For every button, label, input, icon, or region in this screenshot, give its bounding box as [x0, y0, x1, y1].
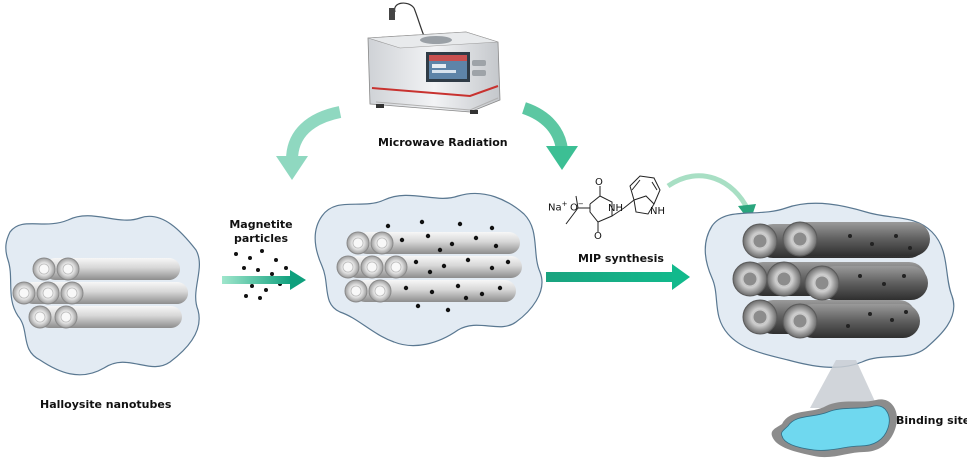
arrow-to-mip-tubes: [546, 264, 690, 290]
indole-nh-label: NH: [650, 206, 665, 217]
mip-tube-bundle: [732, 221, 930, 339]
carbonyl-o1-label: O: [595, 177, 603, 188]
halloysite-tube-bundle: [12, 257, 188, 329]
tube-end-cap: [12, 257, 84, 329]
microwave-device: [367, 2, 501, 114]
carbonyl-o2-label: O: [594, 231, 602, 242]
magnetic-tube-bundle: [336, 219, 522, 313]
binding-site-pool: [771, 399, 898, 458]
tube-end-cap: [336, 231, 408, 303]
curved-arrow-left: [276, 106, 342, 180]
magnetite-on-tubes: [385, 219, 511, 313]
binding-sites-label: Binding sites: [896, 414, 967, 427]
oxide-label: O−: [570, 200, 584, 214]
imide-nh-label: NH: [608, 203, 623, 214]
template-molecule: [565, 175, 661, 232]
magnetite-particles-dots: [234, 249, 288, 300]
curved-arrow-right: [521, 102, 578, 170]
zoom-cone: [810, 360, 878, 408]
tube-end-cap: [732, 221, 840, 339]
magnetite-label-line2: particles: [233, 232, 289, 245]
mip-synthesis-label: MIP synthesis: [578, 252, 664, 265]
halloysite-label: Halloysite nanotubes: [40, 398, 172, 411]
sodium-label: Na+: [548, 200, 568, 214]
arrow-to-magnetic-tubes: [222, 270, 306, 290]
microwave-radiation-label: Microwave Radiation: [378, 136, 508, 149]
magnetite-label-line1: Magnetite: [229, 218, 293, 231]
